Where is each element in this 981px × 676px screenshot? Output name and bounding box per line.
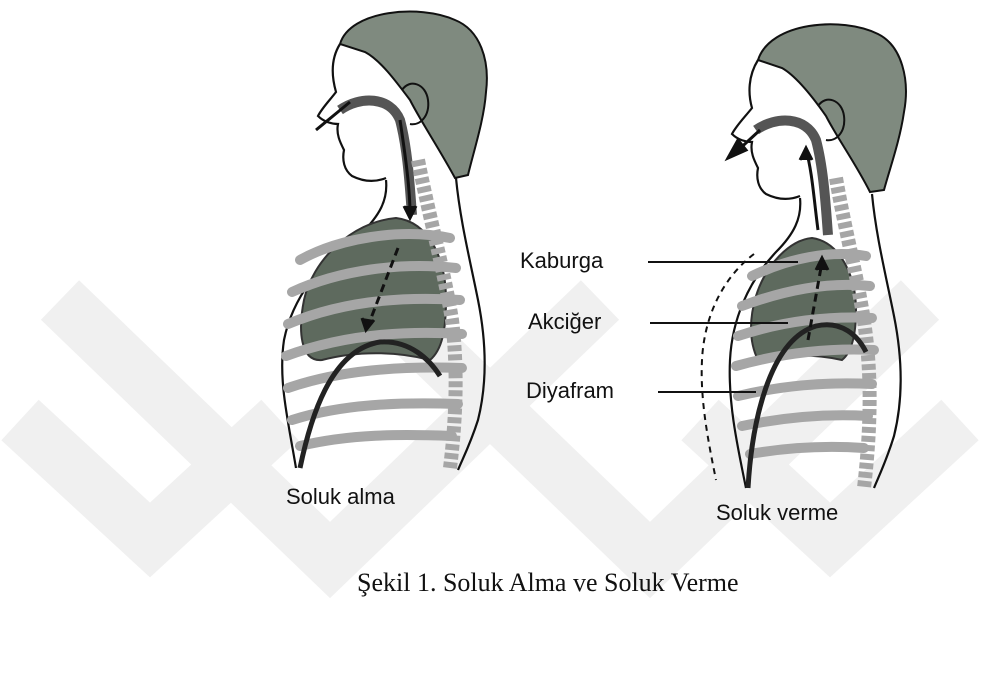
panel-title-inhale: Soluk alma [286, 484, 395, 510]
head-outline [318, 44, 386, 181]
inhale-figure [282, 12, 487, 470]
label-diyafram: Diyafram [526, 378, 614, 404]
hair [340, 12, 487, 178]
exhale-figure [648, 24, 906, 488]
hair [758, 24, 906, 192]
label-kaburga: Kaburga [520, 248, 603, 274]
airway [340, 101, 412, 215]
figure-caption: Şekil 1. Soluk Alma ve Soluk Verme [357, 568, 739, 598]
label-akciger: Akciğer [528, 309, 601, 335]
panel-title-exhale: Soluk verme [716, 500, 838, 526]
